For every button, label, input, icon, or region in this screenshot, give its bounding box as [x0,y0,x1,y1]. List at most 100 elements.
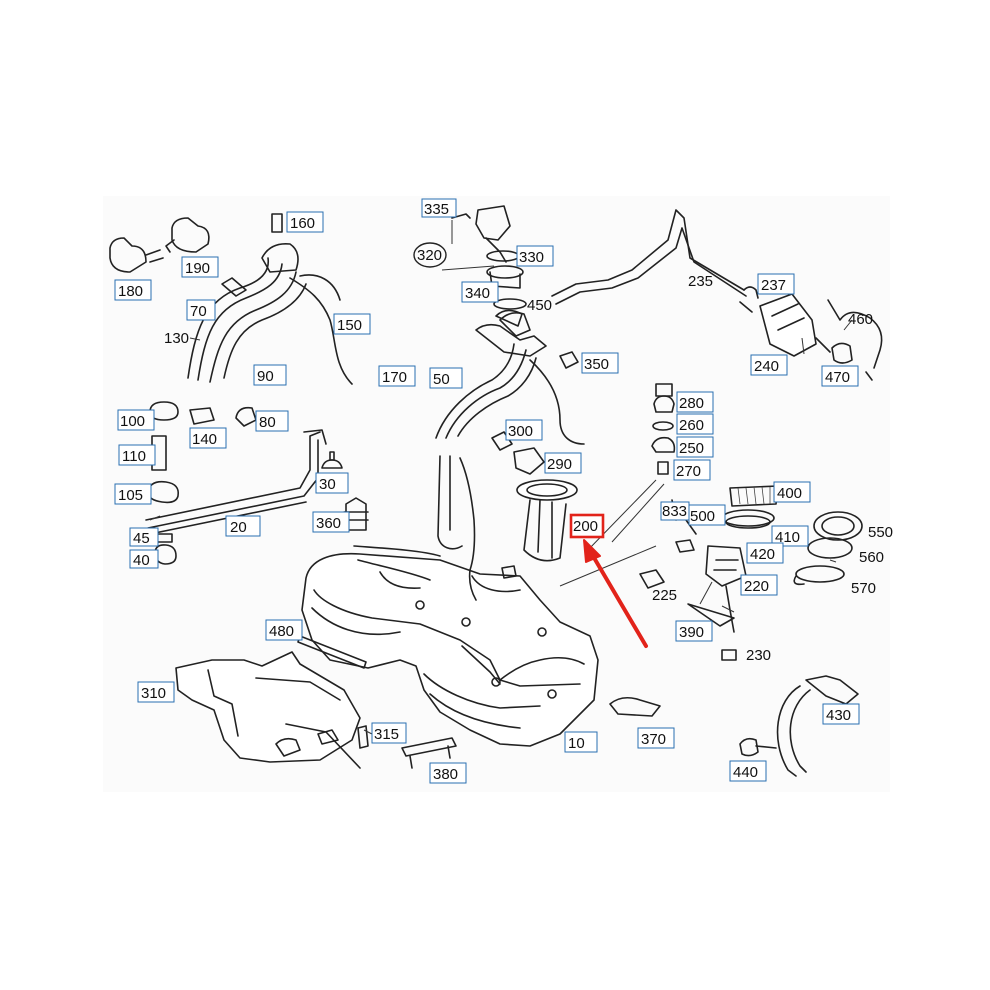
label-340[interactable]: 340 [461,281,499,303]
label-300[interactable]: 300 [505,419,543,441]
label-50[interactable]: 50 [429,367,463,389]
svg-text:130: 130 [164,330,189,347]
svg-text:380: 380 [433,766,458,783]
part-fuel-tank-10 [301,552,599,747]
label-360[interactable]: 360 [312,511,350,533]
label-450[interactable]: 450 [527,297,552,314]
svg-text:300: 300 [508,423,533,440]
label-190[interactable]: 190 [181,256,219,278]
svg-text:560: 560 [859,549,884,566]
svg-text:340: 340 [465,285,490,302]
svg-text:430: 430 [826,707,851,724]
svg-text:240: 240 [754,358,779,375]
svg-text:290: 290 [547,456,572,473]
label-310[interactable]: 310 [137,681,175,703]
svg-text:480: 480 [269,623,294,640]
svg-text:30: 30 [319,476,336,493]
label-430[interactable]: 430 [822,703,860,725]
svg-text:237: 237 [761,277,786,294]
label-380[interactable]: 380 [429,762,467,784]
label-80[interactable]: 80 [255,410,289,432]
label-440[interactable]: 440 [729,760,767,782]
label-833[interactable]: 833 [660,501,690,521]
label-70[interactable]: 70 [186,299,216,321]
label-560[interactable]: 560 [859,549,884,566]
svg-text:40: 40 [133,552,150,569]
label-180[interactable]: 180 [114,279,152,301]
svg-text:440: 440 [733,764,758,781]
part-fuel-pump-200 [501,479,578,579]
svg-text:320: 320 [417,247,442,264]
label-220[interactable]: 220 [740,574,778,596]
label-315[interactable]: 315 [371,722,407,744]
label-500[interactable]: 500 [688,504,726,526]
label-280[interactable]: 280 [676,391,714,413]
label-420[interactable]: 420 [746,542,784,564]
label-225[interactable]: 225 [652,587,677,604]
svg-text:460: 460 [848,311,873,328]
part-sensor-stack-280-270 [651,383,676,475]
label-390[interactable]: 390 [675,620,713,642]
label-110[interactable]: 110 [118,444,156,466]
part-filler-hoses-50 [353,312,585,601]
label-550[interactable]: 550 [868,524,893,541]
svg-text:370: 370 [641,731,666,748]
label-470[interactable]: 470 [821,365,859,387]
svg-text:50: 50 [433,371,450,388]
label-20[interactable]: 20 [225,515,261,537]
label-230[interactable]: 230 [746,647,771,664]
svg-text:470: 470 [825,369,850,386]
label-235[interactable]: 235 [688,273,713,290]
label-100[interactable]: 100 [117,409,155,431]
label-480[interactable]: 480 [265,619,303,641]
label-290[interactable]: 290 [544,452,582,474]
label-140[interactable]: 140 [189,427,227,449]
label-370[interactable]: 370 [637,727,675,749]
svg-text:310: 310 [141,685,166,702]
label-30[interactable]: 30 [315,472,349,494]
svg-text:250: 250 [679,440,704,457]
label-270[interactable]: 270 [673,459,711,481]
part-filler-neck-assembly-70 [187,213,353,385]
label-400[interactable]: 400 [773,481,811,503]
label-237[interactable]: 237 [757,273,795,295]
label-200-highlighted[interactable]: 200 [569,513,605,539]
svg-text:100: 100 [120,413,145,430]
svg-text:200: 200 [573,518,598,535]
svg-text:330: 330 [519,249,544,266]
label-250[interactable]: 250 [676,436,714,458]
part-heat-shield-310 [175,651,369,769]
label-150[interactable]: 150 [333,313,371,335]
svg-text:420: 420 [750,546,775,563]
svg-text:230: 230 [746,647,771,664]
label-350[interactable]: 350 [581,352,619,374]
label-335[interactable]: 335 [421,198,457,218]
svg-text:500: 500 [690,508,715,525]
label-260[interactable]: 260 [676,413,714,435]
svg-text:400: 400 [777,485,802,502]
label-460[interactable]: 460 [848,311,873,328]
svg-text:260: 260 [679,417,704,434]
svg-text:315: 315 [374,726,399,743]
label-130[interactable]: 130 [164,330,189,347]
label-10[interactable]: 10 [564,731,598,753]
label-320[interactable]: 320 [413,242,447,268]
svg-text:20: 20 [230,519,247,536]
label-240[interactable]: 240 [750,354,788,376]
part-bolts-350-300-290 [491,351,579,475]
label-160[interactable]: 160 [286,211,324,233]
label-90[interactable]: 90 [253,364,287,386]
svg-text:360: 360 [316,515,341,532]
highlight-arrow [583,539,648,648]
svg-text:550: 550 [868,524,893,541]
part-seals-400-410-550-560-570 [721,485,863,586]
label-570[interactable]: 570 [851,580,876,597]
label-45[interactable]: 45 [129,527,159,547]
label-330[interactable]: 330 [516,245,554,267]
label-410[interactable]: 410 [771,525,809,547]
label-105[interactable]: 105 [114,483,152,505]
label-40[interactable]: 40 [129,549,159,569]
label-170[interactable]: 170 [378,365,416,387]
part-strap-430-440 [739,675,859,777]
